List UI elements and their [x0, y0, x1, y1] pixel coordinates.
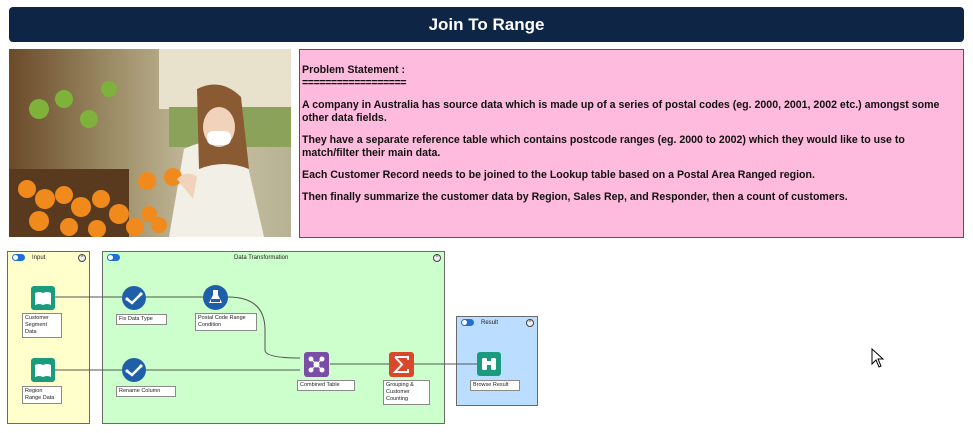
- page-title: Join To Range: [9, 7, 964, 42]
- browse-result-label: Browse Result: [470, 380, 520, 391]
- postal-code-condition-label: Postal Code Range Condition: [195, 313, 257, 331]
- customer-segment-tool[interactable]: [31, 286, 55, 310]
- grocery-photo: [9, 49, 291, 237]
- book-icon: [31, 358, 55, 382]
- transform-container-toggle[interactable]: [107, 254, 120, 261]
- customer-segment-label: Customer Segment Data: [22, 313, 62, 338]
- rename-column-label: Rename Column: [116, 386, 176, 397]
- combined-table-label: Combined Table: [297, 380, 355, 391]
- fix-data-type-tool[interactable]: [122, 286, 146, 310]
- problem-paragraph-2: They have a separate reference table whi…: [302, 134, 905, 159]
- problem-paragraph-1: A company in Australia has source data w…: [302, 99, 940, 124]
- combined-table-tool[interactable]: [304, 352, 329, 377]
- problem-title: Problem Statement :: [302, 64, 406, 76]
- result-container-toggle[interactable]: [461, 319, 474, 326]
- region-range-tool[interactable]: [31, 358, 55, 382]
- result-container-title: Result: [481, 320, 499, 326]
- flask-icon: [203, 285, 228, 310]
- problem-statement: Problem Statement : ================== A…: [299, 49, 964, 238]
- region-range-label: Region Range Data: [22, 386, 62, 404]
- input-container-toggle[interactable]: [12, 254, 25, 261]
- postal-code-condition-tool[interactable]: [203, 285, 228, 310]
- book-icon: [31, 286, 55, 310]
- input-container-title: Input: [32, 255, 46, 261]
- summarize-icon: [389, 352, 414, 377]
- rename-column-tool[interactable]: [122, 358, 146, 382]
- transform-collapse-icon[interactable]: ^: [433, 254, 441, 262]
- fix-data-type-label: Fix Data Type: [116, 314, 167, 325]
- problem-rule: ==================: [302, 77, 407, 89]
- problem-paragraph-4: Then finally summarize the customer data…: [302, 191, 848, 203]
- select-icon: [122, 358, 146, 382]
- grouping-label: Grouping & Customer Counting: [383, 380, 430, 405]
- browse-result-tool[interactable]: [477, 352, 501, 376]
- page-title-text: Join To Range: [428, 14, 545, 34]
- grouping-tool[interactable]: [389, 352, 414, 377]
- mouse-cursor-icon: [871, 348, 885, 368]
- input-collapse-icon[interactable]: ^: [78, 254, 86, 262]
- problem-paragraph-3: Each Customer Record needs to be joined …: [302, 169, 815, 181]
- join-icon: [304, 352, 329, 377]
- result-collapse-icon[interactable]: ^: [526, 319, 534, 327]
- binoculars-icon: [477, 352, 501, 376]
- transform-container-title: Data Transformation: [234, 255, 289, 261]
- select-icon: [122, 286, 146, 310]
